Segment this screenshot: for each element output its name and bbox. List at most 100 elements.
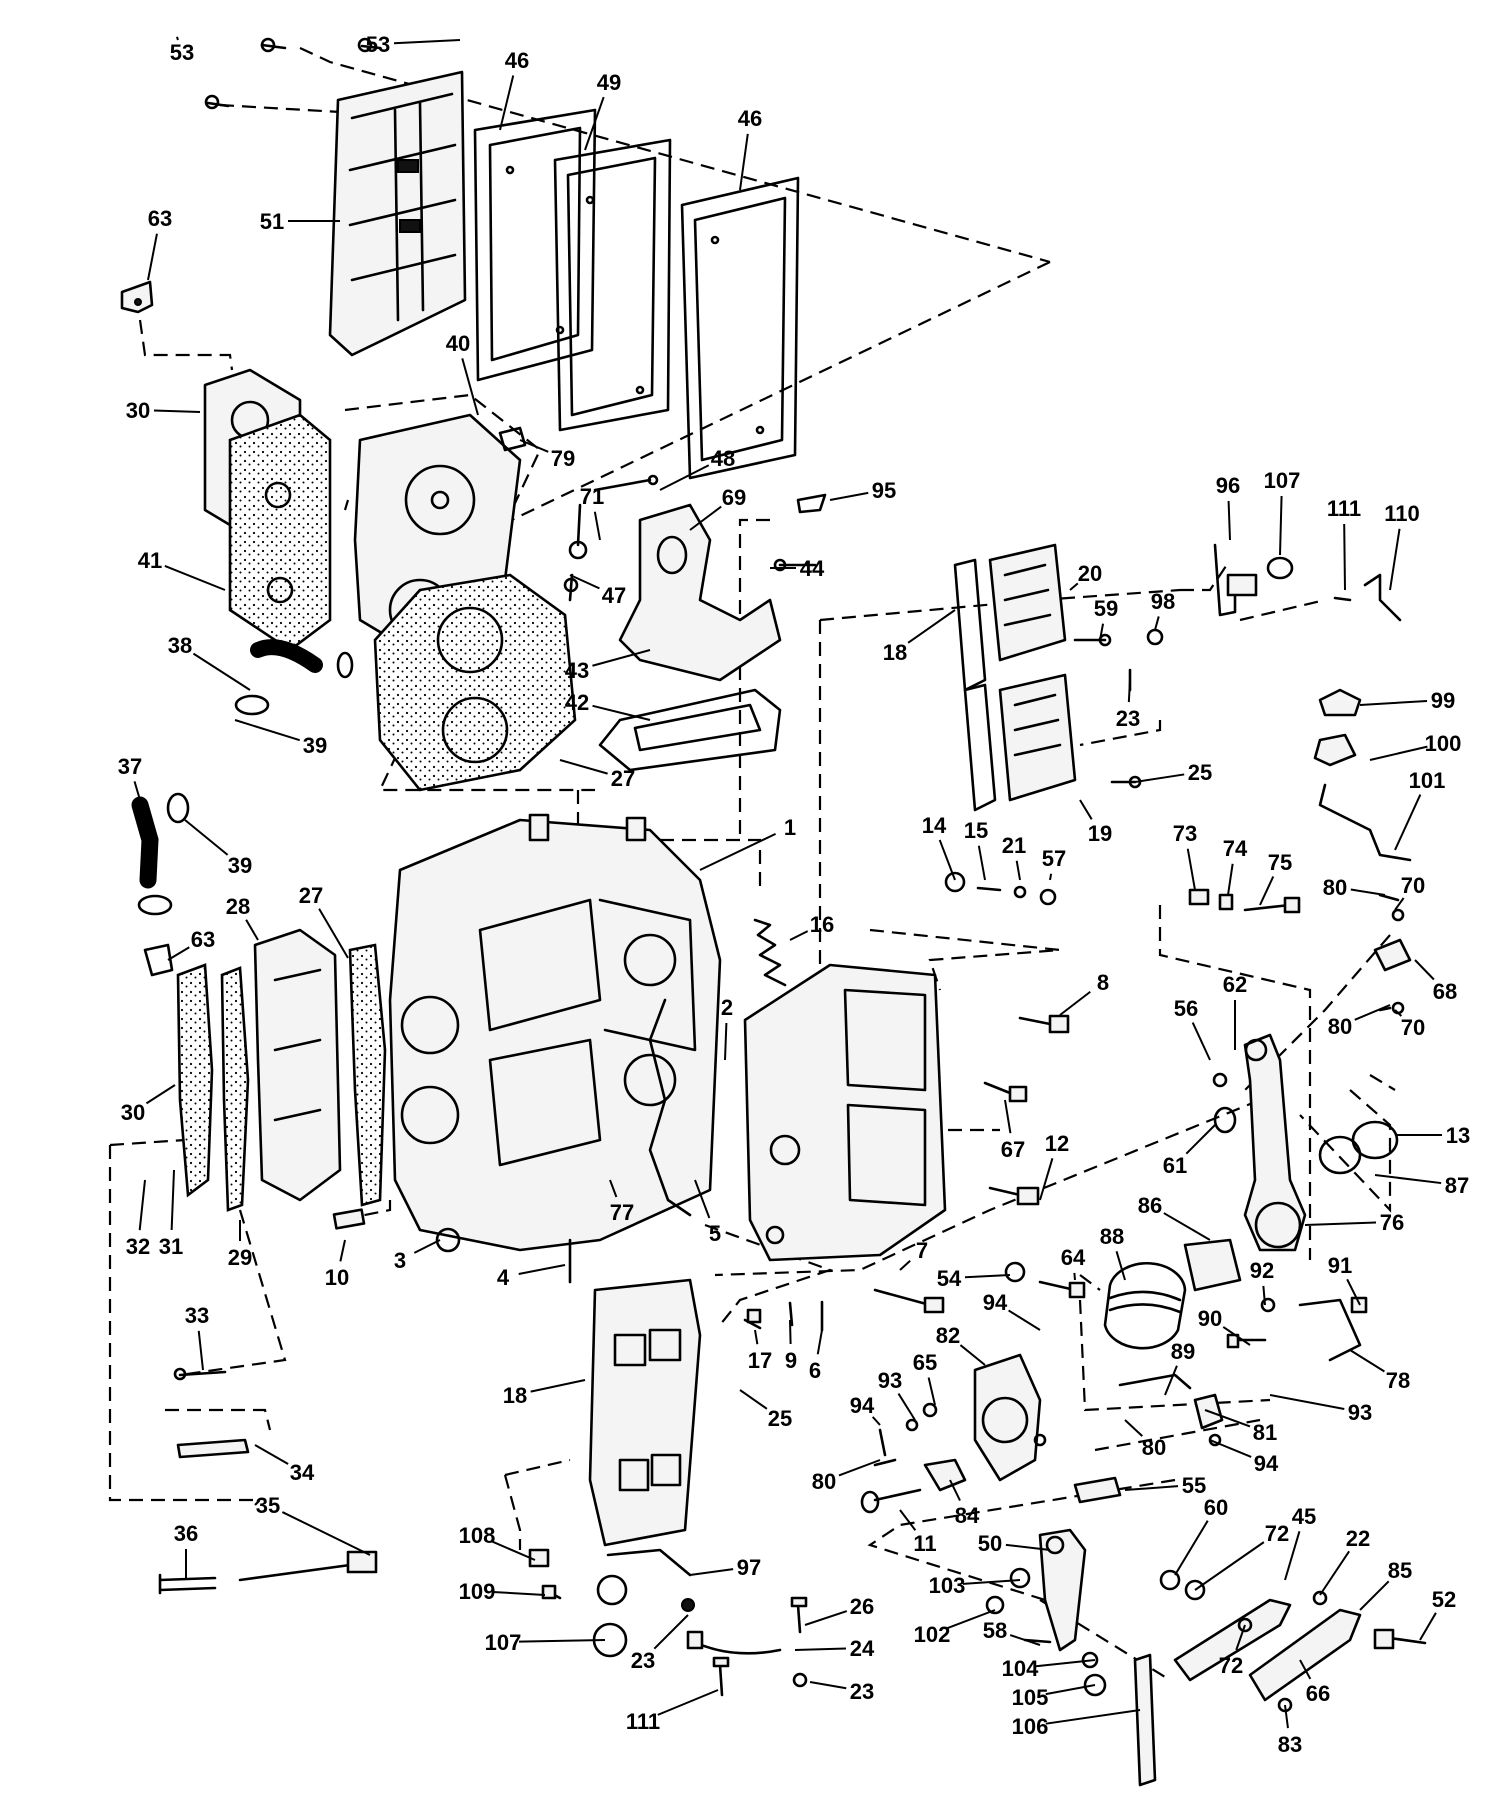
leader-line-11 bbox=[899, 1509, 917, 1531]
leader-line-67 bbox=[1004, 1099, 1012, 1134]
part-37-elbow bbox=[131, 792, 190, 977]
leader-line-19 bbox=[1079, 799, 1093, 820]
leader-line-55 bbox=[1124, 1485, 1179, 1491]
callout-70: 70 bbox=[1401, 873, 1425, 898]
leader-line-109 bbox=[492, 1590, 546, 1596]
callout-62: 62 bbox=[1223, 972, 1247, 997]
callout-8: 8 bbox=[1097, 970, 1109, 995]
leader-line-91 bbox=[1346, 1278, 1361, 1306]
callout-75: 75 bbox=[1268, 850, 1292, 875]
callout-109: 109 bbox=[459, 1579, 496, 1604]
callout-69: 69 bbox=[722, 485, 746, 510]
callout-67: 67 bbox=[1001, 1137, 1025, 1162]
leader-line-85 bbox=[1359, 1580, 1390, 1611]
callout-23: 23 bbox=[631, 1648, 655, 1673]
leader-line-35 bbox=[281, 1511, 371, 1556]
leader-line-107 bbox=[518, 1639, 606, 1643]
leader-line-31 bbox=[170, 1169, 175, 1231]
leader-line-28 bbox=[245, 919, 259, 941]
callout-92: 92 bbox=[1250, 1258, 1274, 1283]
leader-line-64 bbox=[1073, 1272, 1076, 1281]
wires-16-77 bbox=[648, 918, 787, 1217]
leader-line-102 bbox=[946, 1609, 996, 1630]
leader-line-18 bbox=[907, 609, 956, 644]
callout-57: 57 bbox=[1042, 846, 1066, 871]
leader-line-10 bbox=[339, 1239, 346, 1262]
callout-47: 47 bbox=[602, 583, 626, 608]
callout-74: 74 bbox=[1223, 836, 1248, 861]
callout-52: 52 bbox=[1432, 1587, 1456, 1612]
leader-line-100 bbox=[1369, 745, 1428, 761]
leader-line-33 bbox=[197, 1330, 204, 1371]
leader-line-88 bbox=[1115, 1251, 1126, 1281]
callout-4: 4 bbox=[497, 1265, 510, 1290]
callout-15: 15 bbox=[964, 818, 988, 843]
screws-53 bbox=[204, 37, 382, 110]
callout-18: 18 bbox=[883, 640, 907, 665]
callout-65: 65 bbox=[913, 1350, 937, 1375]
leader-line-80 bbox=[1124, 1419, 1143, 1437]
callout-9: 9 bbox=[785, 1348, 797, 1373]
callout-50: 50 bbox=[978, 1531, 1002, 1556]
leader-line-83 bbox=[1284, 1704, 1289, 1729]
callout-86: 86 bbox=[1138, 1193, 1162, 1218]
leader-line-104 bbox=[1035, 1659, 1096, 1668]
leader-line-82 bbox=[959, 1344, 986, 1366]
leader-line-43 bbox=[592, 649, 651, 667]
leader-line-8 bbox=[1059, 990, 1091, 1016]
callout-30: 30 bbox=[121, 1100, 145, 1125]
part-38-hose bbox=[234, 639, 354, 716]
callout-103: 103 bbox=[929, 1573, 966, 1598]
leader-line-50 bbox=[1005, 1543, 1051, 1551]
callout-59: 59 bbox=[1094, 596, 1118, 621]
callout-107: 107 bbox=[485, 1630, 522, 1655]
callout-105: 105 bbox=[1012, 1685, 1049, 1710]
callout-87: 87 bbox=[1445, 1173, 1469, 1198]
callout-48: 48 bbox=[711, 446, 735, 471]
callout-2: 2 bbox=[721, 995, 733, 1020]
callout-45: 45 bbox=[1292, 1504, 1316, 1529]
callout-54: 54 bbox=[937, 1266, 962, 1291]
callout-80: 80 bbox=[1328, 1014, 1352, 1039]
linkage-pins bbox=[1188, 888, 1412, 1015]
callout-35: 35 bbox=[256, 1493, 280, 1518]
callout-107: 107 bbox=[1264, 468, 1301, 493]
callout-27: 27 bbox=[611, 766, 635, 791]
leader-line-108 bbox=[491, 1540, 536, 1561]
callout-64: 64 bbox=[1061, 1245, 1086, 1270]
leader-line-2 bbox=[724, 1022, 728, 1061]
leader-line-24 bbox=[794, 1647, 847, 1651]
callout-91: 91 bbox=[1328, 1253, 1352, 1278]
callout-88: 88 bbox=[1100, 1224, 1124, 1249]
callout-25: 25 bbox=[1188, 760, 1212, 785]
callout-83: 83 bbox=[1278, 1732, 1302, 1757]
leader-line-38 bbox=[192, 652, 251, 691]
callout-12: 12 bbox=[1045, 1131, 1069, 1156]
leader-line-86 bbox=[1163, 1212, 1211, 1241]
leader-line-48 bbox=[659, 464, 710, 491]
callout-33: 33 bbox=[185, 1303, 209, 1328]
callout-72: 72 bbox=[1219, 1653, 1243, 1678]
callout-22: 22 bbox=[1346, 1526, 1370, 1551]
callout-41: 41 bbox=[138, 548, 162, 573]
leader-line-70 bbox=[1394, 897, 1405, 911]
leader-line-69 bbox=[689, 505, 722, 531]
callout-3: 3 bbox=[394, 1248, 406, 1273]
leader-line-107 bbox=[1279, 495, 1283, 556]
leader-line-65 bbox=[927, 1377, 936, 1406]
callout-89: 89 bbox=[1171, 1339, 1195, 1364]
leader-line-26 bbox=[804, 1610, 848, 1626]
leader-line-37 bbox=[133, 781, 141, 801]
leader-line-70 bbox=[1394, 1009, 1403, 1017]
lower-left-parts bbox=[158, 1367, 378, 1595]
leader-line-52 bbox=[1419, 1612, 1437, 1641]
part-63-clip bbox=[120, 280, 154, 314]
leader-line-75 bbox=[1259, 876, 1275, 906]
callout-93: 93 bbox=[1348, 1400, 1372, 1425]
callout-63: 63 bbox=[191, 927, 215, 952]
callout-72: 72 bbox=[1265, 1521, 1289, 1546]
callout-23: 23 bbox=[850, 1679, 874, 1704]
callout-32: 32 bbox=[126, 1234, 150, 1259]
callout-77: 77 bbox=[610, 1200, 634, 1225]
